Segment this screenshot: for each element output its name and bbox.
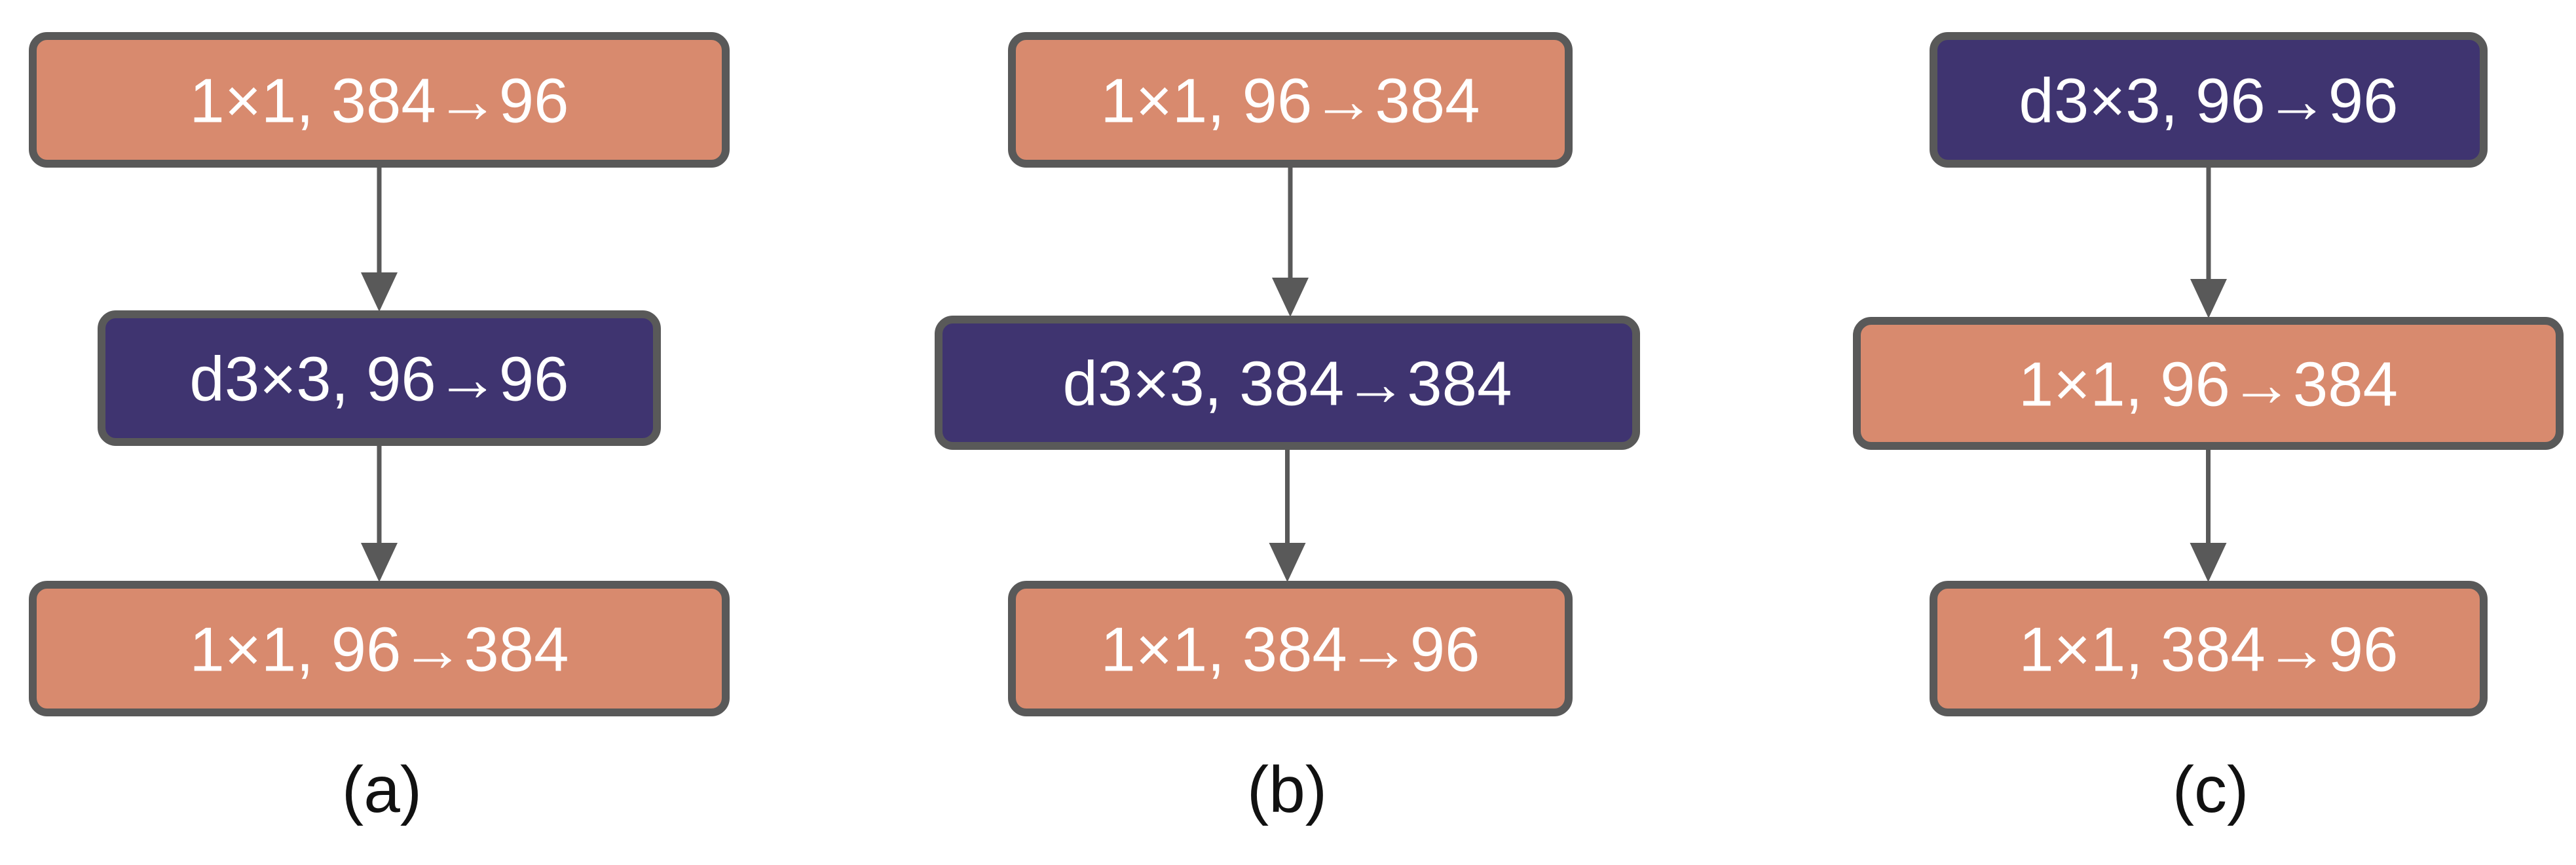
- block-label: 1×1, 96→384: [189, 615, 569, 685]
- block-label: 1×1, 384→96: [189, 66, 569, 136]
- block-label: d3×3, 96→96: [2019, 66, 2398, 136]
- depthwise-conv-block: d3×3, 96→96: [1930, 32, 2488, 168]
- arrows-layer: [361, 166, 2227, 582]
- flow-arrow: [361, 445, 398, 582]
- pointwise-conv-block: 1×1, 384→96: [29, 32, 730, 168]
- pointwise-conv-block: 1×1, 96→384: [1853, 317, 2564, 450]
- block-label: 1×1, 384→96: [1100, 615, 1480, 685]
- block-label: d3×3, 384→384: [1063, 349, 1512, 419]
- block-label: 1×1, 96→384: [1100, 66, 1480, 136]
- flow-arrow: [2190, 449, 2227, 582]
- panel-caption: (c): [2173, 753, 2249, 826]
- flow-arrow: [2190, 166, 2227, 318]
- pointwise-conv-block: 1×1, 384→96: [1008, 581, 1573, 716]
- pointwise-conv-block: 1×1, 96→384: [29, 581, 730, 716]
- pointwise-conv-block: 1×1, 96→384: [1008, 32, 1573, 168]
- flow-arrow: [361, 166, 398, 312]
- flow-arrow: [1269, 449, 1306, 582]
- pointwise-conv-block: 1×1, 384→96: [1930, 581, 2488, 716]
- depthwise-conv-block: d3×3, 384→384: [935, 316, 1640, 450]
- panel-caption: (b): [1247, 753, 1327, 826]
- blocks-layer: 1×1, 384→96 d3×3, 96→96 1×1, 96→384 1×1, 96…: [29, 32, 2564, 716]
- depthwise-conv-block: d3×3, 96→96: [98, 310, 661, 446]
- panel-caption: (a): [342, 753, 422, 826]
- flow-arrow: [1272, 166, 1309, 317]
- captions-layer: (a) (b) (c): [342, 753, 2249, 826]
- block-label: 1×1, 96→384: [2019, 350, 2398, 420]
- block-label: d3×3, 96→96: [189, 344, 569, 414]
- block-label: 1×1, 384→96: [2019, 615, 2398, 685]
